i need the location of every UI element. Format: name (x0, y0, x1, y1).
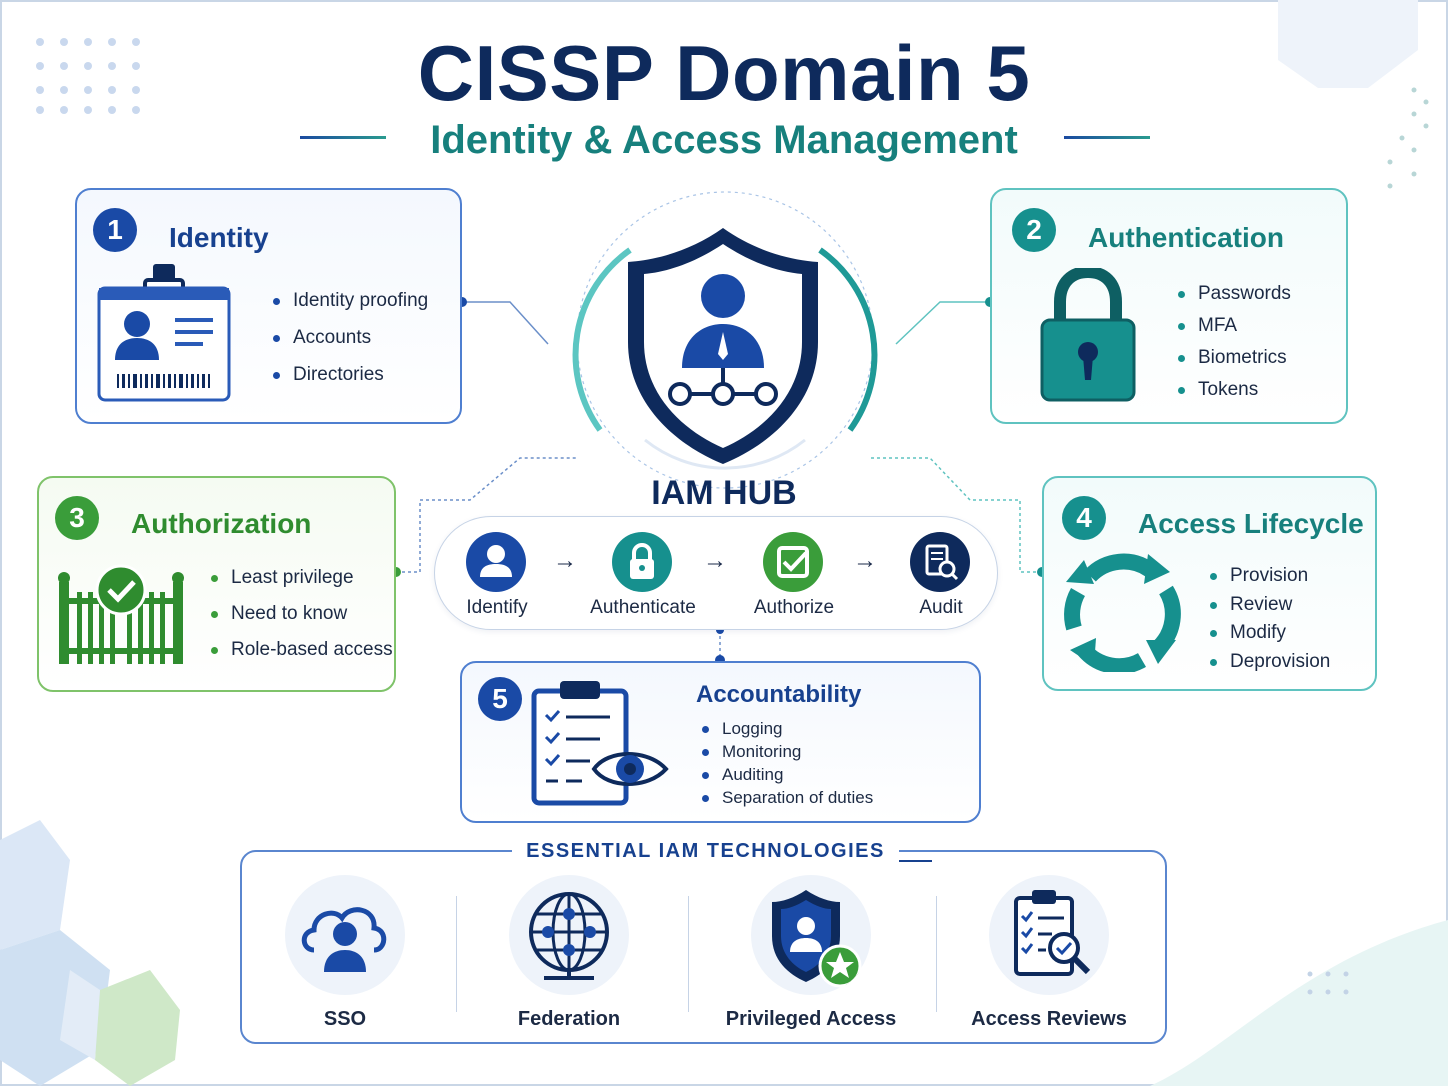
subtitle-line-right (1064, 136, 1150, 139)
hub-flow: Identify → Authenticate → Authorize → Au… (434, 516, 998, 630)
hub-shield-graphic (572, 191, 878, 489)
list-item: Logging (702, 717, 873, 740)
tech-label: Federation (517, 1008, 621, 1030)
cloud-user-icon (285, 875, 405, 995)
hexagon-decoration-bottom-left (0, 820, 180, 1086)
flow-arrow: → (853, 547, 877, 574)
list-item: Separation of duties (702, 786, 873, 809)
tech-label: Access Reviews (971, 1008, 1127, 1030)
document-search-icon (910, 532, 970, 592)
padlock-icon (1040, 268, 1136, 402)
page-subtitle: Identity & Access Management (430, 118, 1018, 162)
list-item: Deprovision (1210, 648, 1330, 677)
tech-label: SSO (323, 1008, 367, 1030)
authentication-card: 2 Authentication Passwords MFA Biometric… (990, 188, 1348, 424)
authorization-card: 3 Authorization Least privilege Need to … (37, 476, 396, 692)
flow-step-label: Authenticate (590, 597, 696, 618)
heading-line-right (888, 860, 932, 862)
flow-step-authenticate (611, 531, 673, 593)
identity-card: 1 Identity Identity proofing Accounts Di… (75, 188, 462, 424)
card-number: 2 (1012, 208, 1056, 252)
card-title: Identity (169, 222, 269, 253)
card-title: Authorization (131, 508, 312, 539)
lock-icon (612, 532, 672, 592)
cycle-arrows-icon (1064, 553, 1181, 672)
list-item: Passwords (1178, 278, 1291, 310)
shield-star-icon (751, 875, 871, 995)
list-item: Accounts (273, 319, 428, 356)
list-item: MFA (1178, 310, 1291, 342)
list-item: Biometrics (1178, 342, 1291, 374)
identity-list: Identity proofing Accounts Directories (273, 282, 428, 393)
list-item: Tokens (1178, 374, 1291, 406)
page-title: CISSP Domain 5 (417, 29, 1031, 117)
flow-step-label: Audit (919, 597, 963, 618)
list-item: Review (1210, 591, 1330, 620)
card-number: 4 (1062, 496, 1106, 540)
accountability-list: Logging Monitoring Auditing Separation o… (702, 717, 873, 809)
list-item: Auditing (702, 763, 873, 786)
flow-step-authorize (762, 531, 824, 593)
divider (688, 896, 689, 1012)
clipboard-eye-icon (531, 681, 669, 806)
card-title: Authentication (1088, 222, 1284, 253)
hub-label: IAM HUB (651, 474, 797, 512)
id-badge-icon (97, 264, 231, 402)
flow-arrow: → (703, 547, 727, 574)
divider (456, 896, 457, 1012)
flow-step-label: Authorize (753, 597, 835, 618)
tech-heading-text: ESSENTIAL IAM TECHNOLOGIES (512, 840, 899, 862)
flow-arrow: → (553, 547, 577, 574)
lifecycle-list: Provision Review Modify Deprovision (1210, 562, 1330, 676)
list-item: Identity proofing (273, 282, 428, 319)
card-title: Access Lifecycle (1138, 508, 1364, 539)
card-number: 3 (55, 496, 99, 540)
card-number: 5 (478, 677, 522, 721)
divider (936, 896, 937, 1012)
wave-decoration-bottom-right (1150, 920, 1448, 1086)
list-item: Provision (1210, 562, 1330, 591)
list-item: Need to know (211, 596, 393, 632)
subtitle-line-left (300, 136, 386, 139)
tech-label: Privileged Access (725, 1008, 897, 1030)
card-title: Accountability (696, 681, 862, 708)
flow-step-audit (909, 531, 971, 593)
gate-icon (58, 564, 184, 664)
shield-user-icon (628, 228, 818, 464)
access-lifecycle-card: 4 Access Lifecycle Provision Review Modi… (1042, 476, 1377, 691)
checkbox-icon (763, 532, 823, 592)
globe-network-icon (509, 875, 629, 995)
flow-step-identify (465, 531, 527, 621)
authentication-list: Passwords MFA Biometrics Tokens (1178, 278, 1291, 406)
dot-scatter-decoration-right (1387, 87, 1429, 189)
clipboard-search-icon (989, 875, 1109, 995)
tech-heading: ESSENTIAL IAM TECHNOLOGIES (242, 840, 1169, 863)
card-number: 1 (93, 208, 137, 252)
flow-step-label: Identify (466, 597, 528, 618)
user-icon (466, 532, 526, 592)
authorization-list: Least privilege Need to know Role-based … (211, 560, 393, 668)
list-item: Least privilege (211, 560, 393, 596)
list-item: Monitoring (702, 740, 873, 763)
list-item: Directories (273, 356, 428, 393)
list-item: Role-based access (211, 632, 393, 668)
iam-technologies-panel: ESSENTIAL IAM TECHNOLOGIES SSO Federatio… (240, 840, 1167, 1044)
hexagon-decoration-top-right (1278, 0, 1418, 88)
list-item: Modify (1210, 619, 1330, 648)
accountability-card: 5 Accountability Logging Monitoring Audi… (460, 661, 981, 823)
dot-grid-decoration (36, 38, 140, 114)
